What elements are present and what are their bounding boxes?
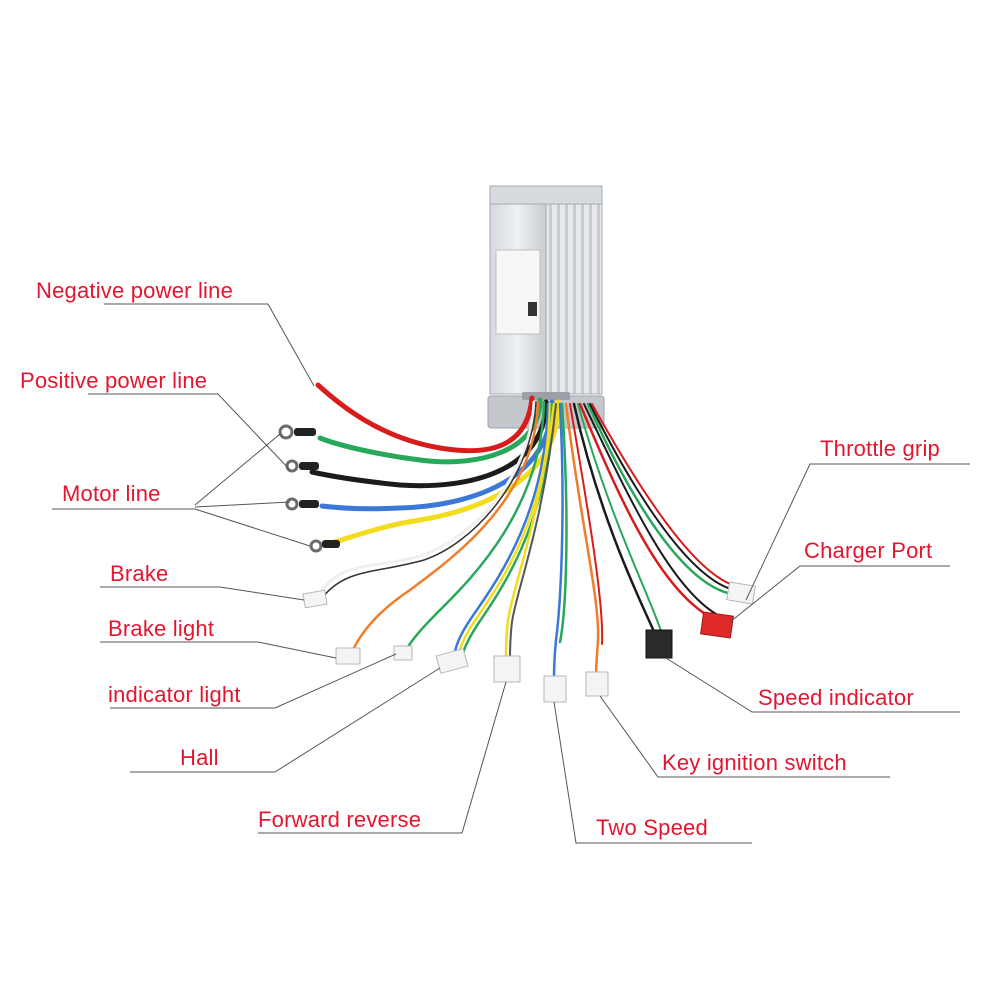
key-switch-wire-2: [569, 403, 604, 645]
motor-wire-green: [317, 397, 543, 465]
leader-motor-b: [194, 501, 291, 508]
charger-wire-2: [583, 403, 717, 615]
brake-wire-dark: [321, 401, 537, 599]
label-throttle-grip: Throttle grip: [820, 436, 940, 461]
brake-light-wire: [350, 400, 540, 654]
label-charger-port: Charger Port: [804, 538, 933, 563]
cable-outlet: [522, 392, 570, 400]
leader-key-switch: [599, 695, 890, 778]
label-negative-power-line: Negative power line: [36, 278, 234, 303]
forward-reverse-connector: [493, 655, 521, 683]
leader-indicator-light: [110, 653, 397, 709]
brake-light-connector: [335, 647, 361, 665]
leader-charger-port: [729, 565, 950, 623]
leader-brake: [100, 586, 305, 601]
forward-reverse-wire: [504, 402, 556, 662]
label-two-speed: Two Speed: [596, 815, 708, 840]
label-hall: Hall: [180, 745, 219, 770]
leader-speed-indicator: [665, 657, 960, 713]
leader-forward-reverse: [258, 681, 507, 834]
leader-positive-power: [88, 393, 291, 471]
leader-two-speed: [553, 701, 752, 844]
controller-body: [487, 185, 605, 429]
speed-indicator-connector: [645, 629, 673, 659]
brake-wire: [316, 400, 536, 598]
leader-negative-power: [104, 303, 315, 387]
throttle-wire-3: [591, 403, 737, 587]
connectors: [302, 581, 756, 703]
negative-power-wire: [315, 382, 535, 454]
throttle-wire-2: [589, 403, 735, 591]
charger-connector: [700, 611, 734, 639]
terminal-sleeves: [294, 428, 340, 548]
label-motor-line: Motor line: [62, 481, 161, 506]
key-switch-wire: [564, 402, 600, 678]
speed-indicator-wire-2: [577, 403, 663, 635]
ring-terminals: [278, 424, 323, 553]
two-speed-wire: [552, 402, 564, 682]
two-speed-connector: [543, 675, 567, 703]
label-forward-reverse: Forward reverse: [258, 807, 422, 832]
key-switch-connector: [585, 671, 609, 697]
label-key-ignition-switch: Key ignition switch: [662, 750, 847, 775]
indicator-wire: [404, 400, 546, 652]
leader-lines: [52, 303, 970, 844]
two-speed-wire-2: [558, 402, 568, 644]
leader-motor-a: [194, 433, 281, 506]
label-brake: Brake: [110, 561, 169, 586]
label-indicator-light: indicator light: [108, 682, 241, 707]
leader-throttle-grip: [745, 463, 970, 601]
housing-fins: [545, 203, 603, 395]
hall-wire-3: [460, 402, 554, 658]
hall-wire-1: [452, 402, 550, 658]
wiring-harness: [309, 382, 737, 682]
label-speed-indicator: Speed indicator: [758, 685, 914, 710]
charger-wire: [578, 402, 714, 620]
leader-brake-light: [100, 641, 337, 659]
throttle-connector: [726, 581, 756, 605]
housing-top: [489, 185, 603, 207]
terminal-3: [285, 497, 299, 511]
label-brake-light: Brake light: [108, 616, 215, 641]
brake-connector: [302, 589, 328, 609]
leader-motor-c: [194, 508, 311, 547]
terminal-2: [285, 459, 299, 473]
hall-connector: [435, 648, 469, 674]
throttle-wire: [586, 402, 734, 596]
sticker-logo: [528, 302, 537, 316]
speed-indicator-wire: [572, 402, 658, 638]
terminal-1: [278, 424, 294, 440]
label-sticker: [495, 249, 541, 335]
leader-hall: [130, 667, 441, 773]
label-positive-power-line: Positive power line: [20, 368, 208, 393]
indicator-connector: [393, 645, 413, 661]
terminal-4: [309, 539, 323, 553]
forward-reverse-wire-2: [509, 403, 557, 661]
